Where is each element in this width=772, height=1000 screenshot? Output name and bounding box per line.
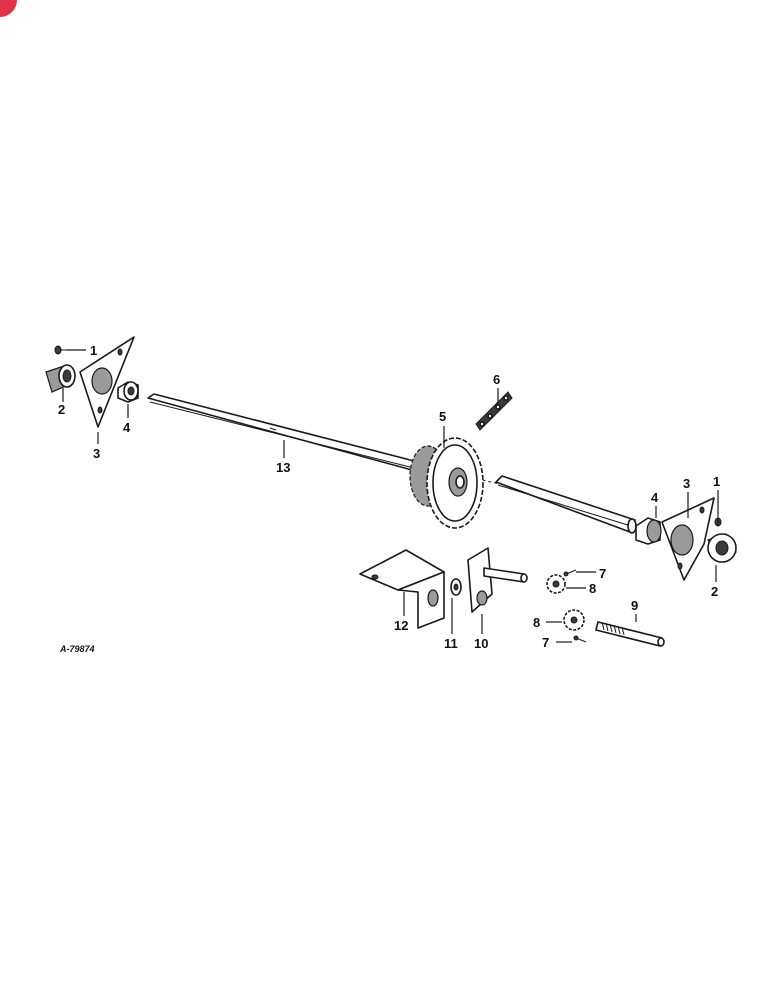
part-13-shaft bbox=[147, 393, 637, 534]
part-6-chain-link bbox=[475, 391, 513, 431]
part-4-left-collar bbox=[117, 381, 139, 403]
callout-9: 9 bbox=[631, 598, 638, 613]
callout-5: 5 bbox=[439, 409, 446, 424]
callout-2-right: 2 bbox=[711, 584, 718, 599]
figure-reference: A-79874 bbox=[59, 644, 95, 654]
part-9-threaded-bolt bbox=[595, 621, 665, 647]
part-3-right-plate bbox=[661, 497, 715, 581]
callout-3-right: 3 bbox=[683, 476, 690, 491]
part-12-bracket bbox=[359, 549, 445, 629]
callout-3-left: 3 bbox=[93, 446, 100, 461]
callout-12: 12 bbox=[394, 618, 408, 633]
part-5-sprocket bbox=[409, 437, 484, 529]
part-1-left-bolt bbox=[54, 345, 66, 355]
callout-8-top: 8 bbox=[589, 581, 596, 596]
callout-10: 10 bbox=[474, 636, 488, 651]
part-8-top-sprocket bbox=[546, 574, 566, 594]
callout-2-left: 2 bbox=[58, 402, 65, 417]
leader-lines bbox=[62, 349, 719, 643]
callout-labels: 1 2 3 4 13 5 6 4 3 1 2 7 8 8 7 9 12 11 1… bbox=[58, 343, 720, 651]
callout-4-right: 4 bbox=[651, 490, 659, 505]
callout-7-bottom: 7 bbox=[542, 635, 549, 650]
callout-11: 11 bbox=[444, 636, 458, 651]
part-3-left-plate bbox=[79, 336, 135, 428]
callout-1-left: 1 bbox=[90, 343, 97, 358]
callout-13: 13 bbox=[276, 460, 290, 475]
part-2-left-bearing bbox=[45, 364, 76, 393]
callout-8-bottom: 8 bbox=[533, 615, 540, 630]
callout-6: 6 bbox=[493, 372, 500, 387]
part-8-bottom-sprocket bbox=[563, 609, 585, 631]
part-1-right-bolt bbox=[714, 516, 722, 527]
corner-badge bbox=[0, 0, 17, 17]
part-7-top-pin bbox=[563, 569, 577, 577]
part-11-washer bbox=[450, 578, 462, 596]
part-7-bottom-pin bbox=[573, 635, 587, 643]
callout-4-left: 4 bbox=[123, 420, 131, 435]
part-2-right-bearing bbox=[707, 533, 737, 563]
part-10-idler-plate bbox=[467, 547, 528, 613]
callout-7-top: 7 bbox=[599, 566, 606, 581]
callout-1-right: 1 bbox=[713, 474, 720, 489]
part-4-right-collar bbox=[635, 517, 662, 545]
